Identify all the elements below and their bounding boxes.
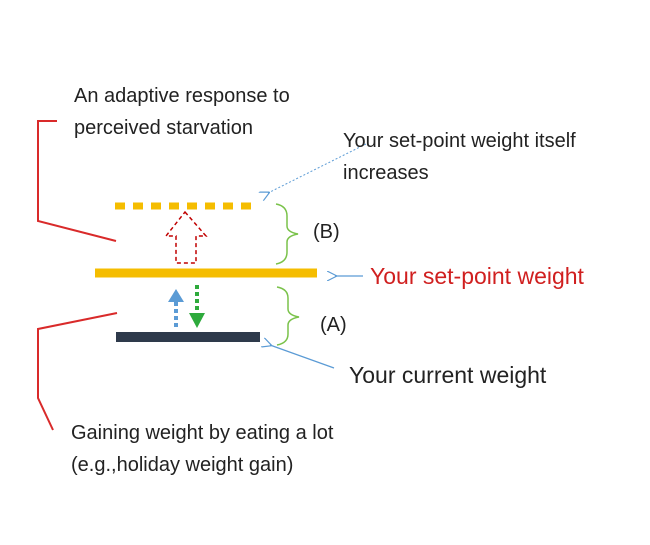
red-bracket-top	[37, 120, 117, 242]
brace-b	[275, 203, 299, 265]
gaining-weight-line1: Gaining weight by eating a lot	[71, 422, 334, 444]
hollow-up-arrow	[164, 210, 208, 264]
setpoint-increases-line2: increases	[343, 162, 429, 184]
label-b: (B)	[313, 221, 340, 243]
pointer-current	[270, 345, 335, 369]
adaptive-response-line1: An adaptive response to	[74, 85, 290, 107]
red-bracket-bottom	[37, 312, 118, 431]
brace-a	[276, 286, 300, 346]
green-down-arrow	[189, 313, 205, 328]
current-weight-label: Your current weight	[349, 362, 547, 388]
blue-up-arrow	[168, 289, 184, 302]
setpoint-weight-label: Your set-point weight	[370, 263, 584, 289]
adaptive-response-line2: perceived starvation	[74, 117, 253, 139]
setpoint-increases-line1: Your set-point weight itself	[343, 130, 576, 152]
label-a: (A)	[320, 314, 347, 336]
gaining-weight-line2: (e.g.,holiday weight gain)	[71, 454, 294, 476]
